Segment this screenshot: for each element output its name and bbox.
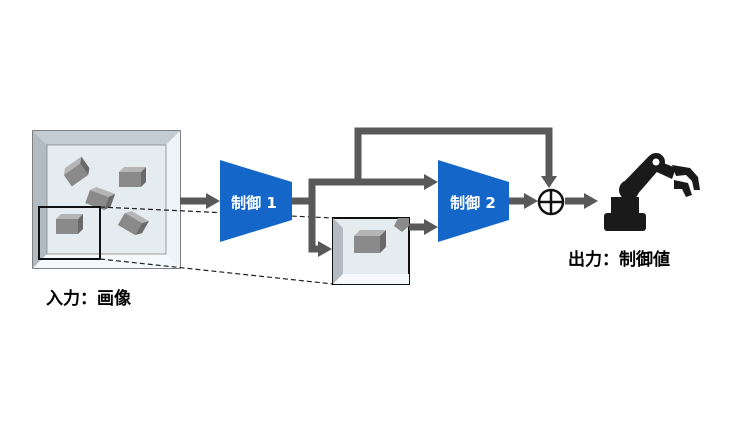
box-shape: [119, 167, 146, 187]
controller-2-label: 制御 2: [450, 194, 496, 212]
arrow-head: [541, 176, 557, 188]
arrow-head: [524, 193, 538, 209]
arrow-head: [424, 174, 438, 190]
input-label: 入力：画像: [46, 288, 132, 309]
output-label: 出力：制御値: [568, 249, 670, 270]
box-shape: [63, 156, 90, 187]
crop-projection-bottom: [99, 258, 334, 285]
controller-1-block: 制御 1: [220, 160, 292, 242]
arrow-head: [318, 241, 332, 257]
cropped-image: [332, 217, 410, 285]
box-shape: [117, 211, 149, 236]
arrow-head: [206, 193, 220, 209]
input-image: [32, 130, 181, 269]
arrow-heads: [206, 174, 598, 257]
controller-1-label: 制御 1: [231, 194, 277, 212]
robot-arm-icon: [604, 153, 700, 231]
controller-2-block: 制御 2: [438, 160, 509, 242]
crop-region: [38, 206, 101, 260]
arrow-head: [584, 193, 598, 209]
circled-plus-icon: [537, 188, 565, 216]
box-shape: [56, 214, 83, 234]
crop-projection-top: [99, 206, 334, 219]
arrow-lines: [180, 127, 584, 253]
arrow-head: [424, 219, 438, 235]
box-shape: [85, 187, 116, 210]
